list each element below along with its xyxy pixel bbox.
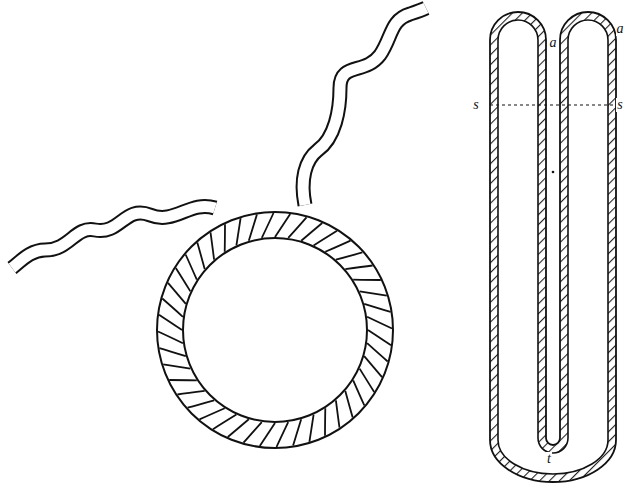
rope-twist: [159, 315, 182, 330]
rope-twist: [325, 241, 350, 252]
part-letter: a: [549, 36, 558, 50]
rope-twist: [293, 419, 301, 445]
rope-twist: [224, 224, 226, 252]
rope-twist: [244, 422, 262, 443]
part-letter: s: [472, 98, 479, 112]
rope-twist: [309, 415, 313, 442]
rope-twist: [301, 223, 322, 241]
rope-twist: [228, 419, 249, 437]
rope-twist: [177, 391, 204, 395]
rope-twist: [360, 291, 387, 295]
rope-twist: [169, 379, 197, 381]
rope-twist: [158, 332, 183, 344]
rope-ring: [158, 213, 392, 447]
rope-twist: [200, 408, 225, 419]
rope-twist: [188, 400, 215, 407]
rope-twist: [324, 408, 326, 436]
rope-twist: [353, 380, 364, 405]
bent-tube: [490, 12, 616, 482]
rope-twist: [236, 218, 240, 245]
rope-twist: [176, 268, 191, 291]
part-letter: s: [616, 98, 623, 112]
rope-twist: [262, 213, 274, 238]
rope-twist: [367, 343, 388, 361]
rope-twist: [186, 255, 197, 280]
rope-twist: [364, 304, 390, 312]
rope-twist: [336, 400, 340, 427]
rope-twist: [213, 415, 236, 430]
rope-twist: [367, 317, 392, 329]
rope-twist: [364, 356, 382, 377]
part-letter: a: [616, 22, 625, 36]
rope-twist: [249, 214, 257, 240]
rope-twist: [159, 348, 185, 356]
rope-twist: [368, 330, 391, 345]
rope-twist: [288, 217, 306, 238]
rope-twist: [336, 252, 363, 259]
rope-twist: [360, 369, 375, 392]
rope-twist: [277, 422, 289, 447]
rope-twist: [314, 231, 337, 246]
part-letter: t: [546, 452, 552, 466]
rope-twist: [275, 214, 290, 237]
rope-twist: [168, 283, 186, 304]
rope-twist: [163, 364, 190, 368]
rope-twist: [345, 391, 352, 418]
rope-twist: [211, 232, 215, 259]
rope-twist: [260, 423, 275, 446]
rope-twist: [197, 243, 204, 270]
rope-twist: [353, 279, 381, 281]
rope-twist: [345, 266, 372, 270]
rope-twist: [162, 299, 183, 317]
